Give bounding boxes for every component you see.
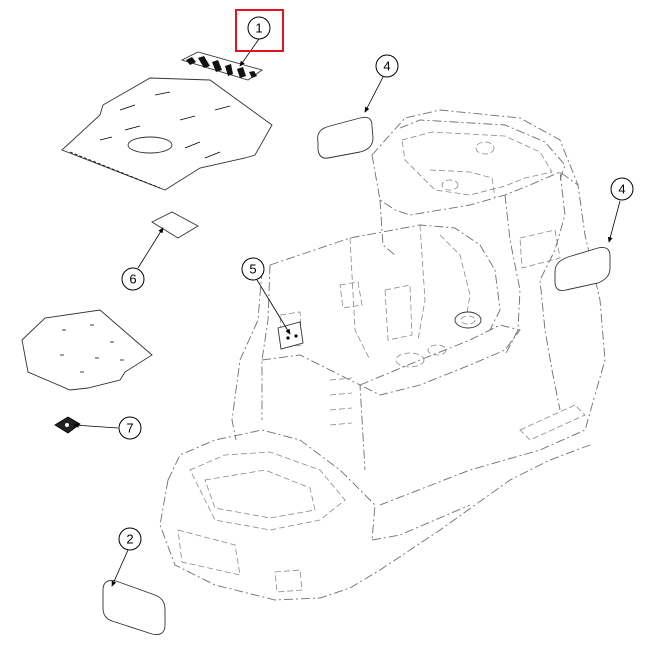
leader-lines [73, 38, 621, 587]
svg-text:5: 5 [249, 262, 256, 277]
callout-4-right[interactable]: 4 [610, 177, 634, 201]
part-decal-strip [180, 51, 264, 81]
callout-2[interactable]: 2 [118, 527, 142, 551]
svg-text:1: 1 [255, 21, 262, 36]
selection-highlight [235, 9, 284, 52]
svg-text:4: 4 [383, 59, 390, 74]
callout-1[interactable]: 1 [247, 16, 271, 40]
svg-text:4: 4 [618, 182, 625, 197]
part-mid-plate [21, 309, 153, 391]
part-2-decal [102, 579, 166, 636]
part-5-plate [277, 321, 304, 350]
callout-4-left[interactable]: 4 [375, 54, 399, 78]
callout-5[interactable]: 5 [241, 257, 265, 281]
part-4-decal-right [554, 246, 611, 291]
part-6-decal [151, 211, 199, 239]
part-top-plate [61, 77, 273, 191]
svg-text:2: 2 [126, 532, 133, 547]
part-7-bracket [54, 416, 81, 434]
svg-text:6: 6 [129, 272, 136, 287]
machine-body [159, 109, 606, 601]
svg-text:7: 7 [126, 421, 133, 436]
part-4-decal-left [317, 116, 374, 159]
callout-7[interactable]: 7 [118, 416, 142, 440]
callout-6[interactable]: 6 [121, 267, 145, 291]
